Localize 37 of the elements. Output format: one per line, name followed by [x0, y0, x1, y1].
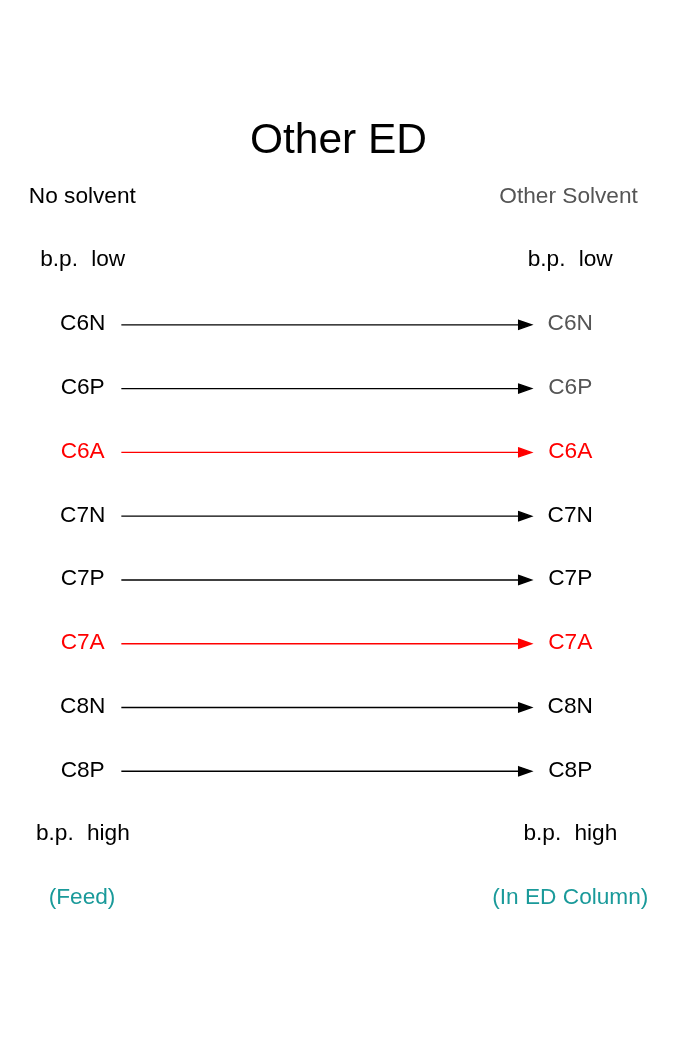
label: b.p. — [523, 819, 562, 846]
node-text: C7P — [60, 564, 105, 591]
node-text: C7A — [548, 628, 593, 655]
label: high — [574, 819, 618, 846]
label: Other Solvent — [499, 181, 638, 208]
label: (Feed) — [48, 883, 116, 910]
node-text: C7P — [548, 564, 593, 591]
diagram-title: Other ED — [249, 115, 428, 163]
node-text: C6A — [60, 436, 105, 463]
node-text: C6N — [547, 309, 593, 336]
arrow — [120, 638, 534, 650]
node-text: C8P — [60, 755, 105, 782]
node-text: C7N — [547, 500, 593, 527]
label: (In ED Column) — [492, 883, 649, 910]
label: low — [91, 245, 126, 272]
label: b.p. — [527, 245, 566, 272]
node-text: C8P — [548, 755, 593, 782]
label: No solvent — [28, 181, 136, 208]
arrow — [120, 446, 534, 458]
node-text: C7A — [60, 628, 105, 655]
node-text: C7N — [60, 500, 106, 527]
node-text: C6P — [60, 373, 105, 399]
node-text: C8N — [547, 691, 593, 718]
arrow — [120, 765, 534, 777]
node-text: C6A — [548, 436, 593, 463]
label: b.p. — [35, 819, 74, 846]
label: high — [86, 819, 130, 846]
arrow — [120, 574, 534, 586]
arrow — [120, 319, 534, 331]
arrow — [120, 510, 534, 522]
label: b.p. — [40, 245, 78, 272]
arrow — [120, 702, 534, 713]
node-text: C8N — [60, 691, 106, 718]
node-text: C6P — [548, 373, 593, 399]
node-text: C6N — [60, 309, 106, 336]
arrow — [120, 383, 534, 395]
label: low — [578, 245, 613, 272]
